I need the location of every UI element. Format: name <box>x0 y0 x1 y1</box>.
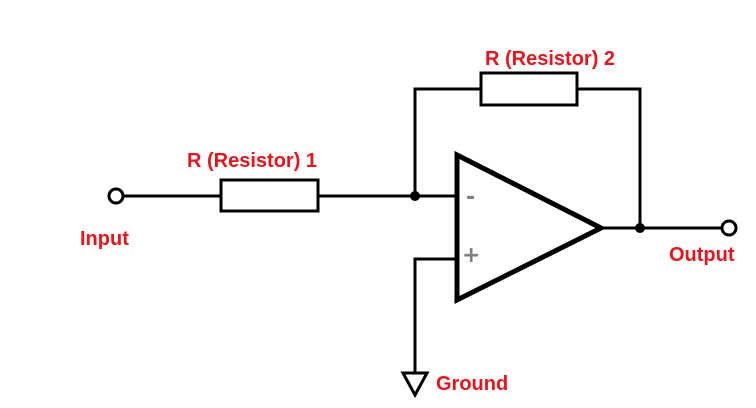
opamp-triangle <box>454 150 607 305</box>
output-label: Output <box>669 244 735 266</box>
inverting-junction-node <box>410 191 420 201</box>
noninverting-sign: + <box>462 243 480 268</box>
input-terminal <box>107 187 125 205</box>
inverting-sign: - <box>466 185 475 210</box>
ground-label: Ground <box>436 373 508 395</box>
output-junction-node <box>635 223 645 233</box>
resistor-2-label: R (Resistor) 2 <box>485 48 615 70</box>
output-terminal <box>720 219 738 237</box>
resistor-1-label: R (Resistor) 1 <box>187 150 317 172</box>
resistor-1 <box>219 178 320 213</box>
ground-icon <box>400 371 430 399</box>
input-label: Input <box>80 228 129 250</box>
resistor-2 <box>479 71 579 107</box>
